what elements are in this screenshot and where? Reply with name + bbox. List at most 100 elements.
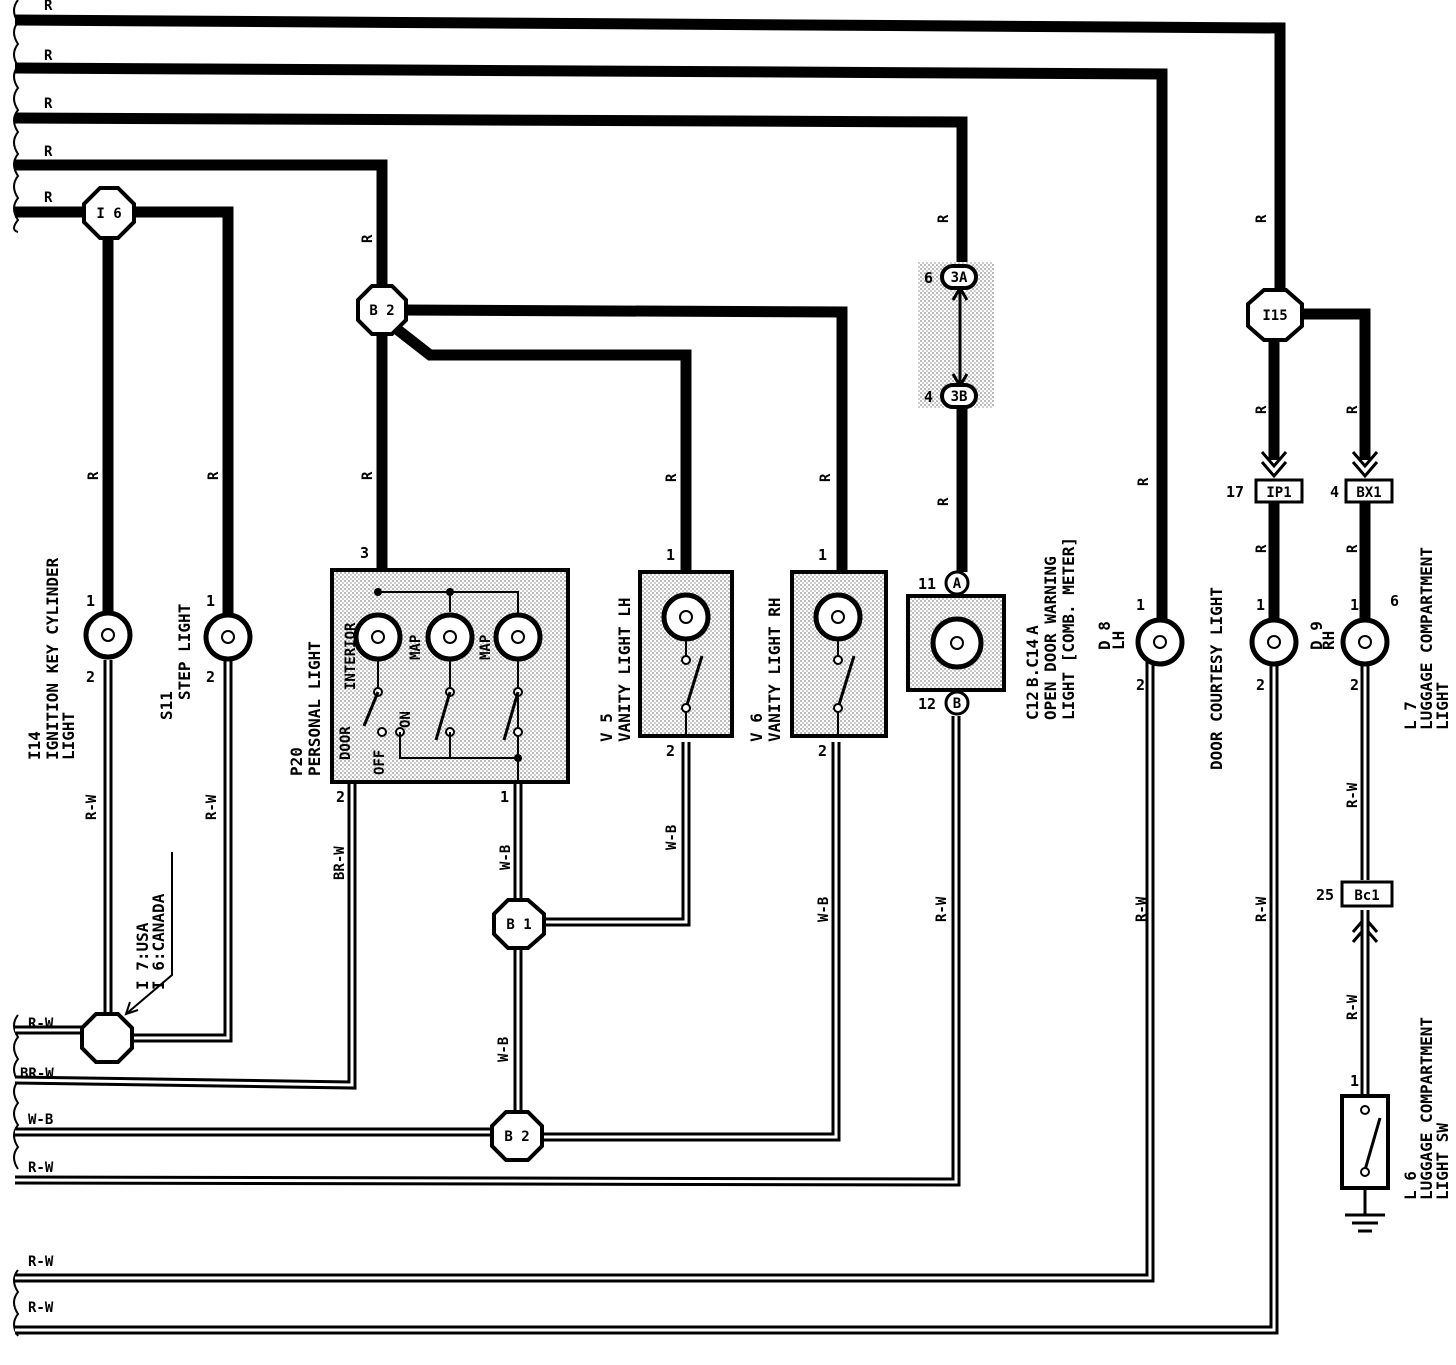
wire-label: R <box>44 48 53 64</box>
bulb-d8 <box>1135 617 1185 667</box>
connector-bx1: BX1 4 <box>1330 478 1394 504</box>
wire-label: R-W <box>1254 896 1270 922</box>
component-captions: I14 IGNITION KEY CYLINDER LIGHT S11 STEP… <box>25 537 1452 1200</box>
wire-label: W-B <box>816 897 832 922</box>
l7-name2: LIGHT <box>1433 682 1452 730</box>
c12-a: A <box>1023 625 1042 635</box>
wire-label: BR-W <box>332 846 348 880</box>
bulb-d9 <box>1249 617 1299 667</box>
connector-i15: I15 <box>1246 288 1304 342</box>
wire-label: R <box>664 473 680 482</box>
pin-number: 11 <box>918 575 936 593</box>
d9-code: D 9 <box>1307 621 1326 650</box>
wire-label: R <box>936 497 952 506</box>
wire-label: R <box>1254 405 1270 414</box>
connector-bc1: Bc1 25 <box>1316 880 1394 908</box>
i14-name2: LIGHT <box>59 712 78 760</box>
c12-name1: OPEN DOOR WARNING <box>1041 556 1060 720</box>
connector-b1: B 1 <box>492 898 546 950</box>
pin-number: 2 <box>818 742 827 760</box>
wire-label: R <box>1345 544 1361 553</box>
p20-name: PERSONAL LIGHT <box>305 641 324 776</box>
wire-label: R <box>1254 544 1270 553</box>
component-l6-box <box>1340 1094 1390 1233</box>
wire-label: R <box>360 234 376 243</box>
note-arrow <box>124 852 173 1016</box>
connector-3a-label: 3A <box>951 270 968 286</box>
pin-numbers: 1 2 1 2 3 2 1 1 2 1 2 11 12 1 2 1 2 1 2 … <box>86 544 1399 1090</box>
pin-number: 2 <box>206 668 215 686</box>
component-p20-box: INTERIOR MAP MAP DOOR OFF ON <box>330 568 570 784</box>
p20-interior-label: INTERIOR <box>343 622 359 690</box>
striped-wires-outer <box>14 660 1370 1335</box>
connector-3a-pin: 6 <box>924 269 933 287</box>
connector-bc1-pin: 25 <box>1316 886 1334 904</box>
p20-map2-label: MAP <box>478 635 494 660</box>
s11-name: STEP LIGHT <box>175 604 194 700</box>
d9-side: RH <box>1319 631 1338 650</box>
wire-label: R <box>360 471 376 480</box>
d8-code: D 8 <box>1095 621 1114 650</box>
wire-label: R <box>818 473 834 482</box>
connector-ip1: IP1 17 <box>1226 478 1304 504</box>
connector-3b-label: 3B <box>951 389 968 405</box>
v5-code: V 5 <box>597 713 616 742</box>
c12-b: B <box>1023 677 1042 687</box>
wire-label: R <box>44 96 53 112</box>
striped-wires-inner <box>14 660 1367 1332</box>
wire-label: W-B <box>664 825 680 850</box>
wire-label: R <box>86 471 102 480</box>
wire-label: R <box>936 214 952 223</box>
c12-pin-a-label: A <box>953 576 962 592</box>
door-courtesy-caption: DOOR COURTESY LIGHT <box>1207 587 1226 770</box>
s11-code: S11 <box>157 691 176 720</box>
note-line1: I 7:USA <box>133 922 152 990</box>
wire-label: R <box>1254 214 1270 223</box>
p20-on-label: ON <box>398 711 414 728</box>
pin-number: 12 <box>918 695 936 713</box>
l7-name1: LUGGAGE COMPARTMENT <box>1417 547 1436 730</box>
connector-ip1-pin: 17 <box>1226 483 1244 501</box>
pin-number: 1 <box>818 546 827 564</box>
connector-blank-junction <box>80 1012 134 1064</box>
l6-name1: LUGGAGE COMPARTMENT <box>1417 1017 1436 1200</box>
wire-label: R-W <box>28 1160 54 1176</box>
connector-3b-pin: 4 <box>924 388 933 406</box>
connector-bc1-label: Bc1 <box>1354 888 1379 904</box>
wire-label: R-W <box>28 1254 54 1270</box>
p20-map1-label: MAP <box>408 635 424 660</box>
l6-name2: LIGHT SW <box>1433 1123 1452 1200</box>
v6-code: V 6 <box>747 713 766 742</box>
pin-number: 2 <box>336 788 345 806</box>
wire-label: W-B <box>28 1112 53 1128</box>
pin-number: 2 <box>666 742 675 760</box>
bulb-s11 <box>203 612 253 662</box>
connector-bx1-label: BX1 <box>1356 485 1381 501</box>
bulb-i14 <box>83 610 133 660</box>
wire-label: W-B <box>498 845 514 870</box>
wire-label: W-B <box>496 1037 512 1062</box>
i14-code: I14 <box>25 731 44 760</box>
c12-pin-b-label: B <box>953 696 961 712</box>
wire-label: R-W <box>28 1016 54 1032</box>
connector-i6-label: I 6 <box>96 206 121 222</box>
i14-name: IGNITION KEY CYLINDER <box>43 557 62 760</box>
wire-label: R <box>44 144 53 160</box>
wire-label: R <box>1345 405 1361 414</box>
wire-label: R-W <box>1345 782 1361 808</box>
p20-code: P20 <box>287 747 306 776</box>
wire-label: R <box>206 471 222 480</box>
wire-label: R <box>44 0 53 14</box>
connector-b2-bottom-label: B 2 <box>504 1129 529 1145</box>
c12-code: C12 <box>1023 691 1042 720</box>
wire-labels-vertical: R R R R R R R R R R R R R R R-W R-W BR-W… <box>84 214 1361 1062</box>
connector-b2-bottom: B 2 <box>490 1110 544 1162</box>
wire-label: R-W <box>204 794 220 820</box>
connector-b2-top: B 2 <box>356 284 408 336</box>
pin-number: 1 <box>1350 1072 1359 1090</box>
wire-label: R-W <box>1134 896 1150 922</box>
component-v6-box <box>790 570 888 738</box>
pin-number: 3 <box>360 544 369 562</box>
connector-b1-label: B 1 <box>506 917 531 933</box>
